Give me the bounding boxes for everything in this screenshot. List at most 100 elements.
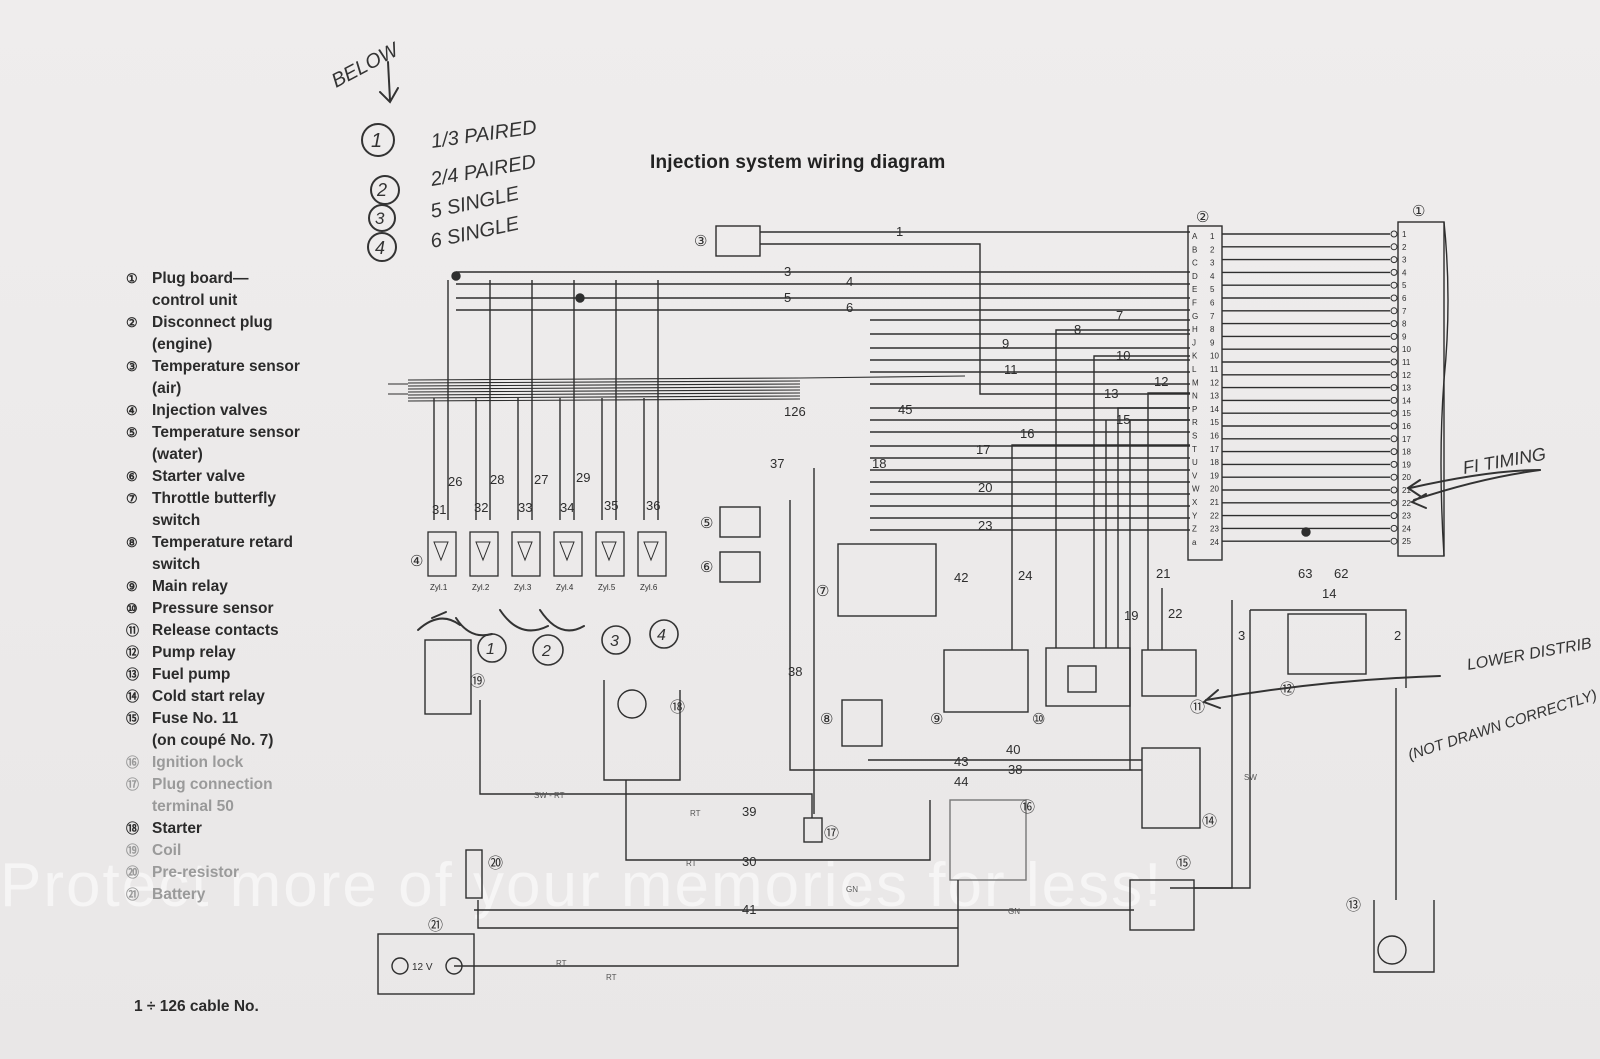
label-c12: ⑫ xyxy=(1280,681,1295,698)
plug-pin-label: 15 xyxy=(1402,409,1411,418)
injector-symbol xyxy=(517,541,533,562)
plug-pin xyxy=(1390,384,1398,392)
disconnect-letter: H xyxy=(1192,325,1198,334)
disconnect-letter: D xyxy=(1192,272,1198,281)
svg-text:10: 10 xyxy=(1116,348,1130,363)
injector-label: Zyl.4 xyxy=(556,583,574,592)
label-c8: ⑧ xyxy=(820,711,833,728)
injector-symbol xyxy=(643,541,659,562)
hand-group-3: 3 xyxy=(610,633,619,650)
injector-symbol xyxy=(433,541,449,562)
svg-text:GN: GN xyxy=(1008,907,1020,916)
svg-text:36: 36 xyxy=(646,498,660,513)
disconnect-number: 1 xyxy=(1210,232,1215,241)
svg-text:37: 37 xyxy=(770,456,784,471)
disconnect-letter: W xyxy=(1192,485,1200,494)
svg-text:38: 38 xyxy=(1008,762,1022,777)
disconnect-number: 7 xyxy=(1210,312,1215,321)
svg-text:3: 3 xyxy=(784,264,791,279)
main-relay xyxy=(943,649,1029,713)
svg-text:16: 16 xyxy=(1020,426,1034,441)
plug-pin xyxy=(1390,294,1398,302)
plug-pin xyxy=(1390,473,1398,481)
label-c14: ⑭ xyxy=(1202,813,1217,830)
plug-pin-label: 9 xyxy=(1402,332,1407,341)
svg-text:33: 33 xyxy=(518,500,532,515)
plug-pin-label: 5 xyxy=(1402,281,1407,290)
fuse xyxy=(1129,879,1195,931)
svg-text:38: 38 xyxy=(788,664,802,679)
disconnect-number: 16 xyxy=(1210,432,1219,441)
injector-label: Zyl.2 xyxy=(472,583,490,592)
disconnect-letter: J xyxy=(1192,338,1196,347)
battery-voltage: 12 V xyxy=(412,962,433,973)
plug-board-pins: 1234567891011121314151617181920212223242… xyxy=(1390,230,1411,546)
svg-text:RT: RT xyxy=(686,859,697,868)
disconnect-letter: C xyxy=(1192,259,1198,268)
svg-text:24: 24 xyxy=(1018,568,1032,583)
disconnect-letter: A xyxy=(1192,232,1198,241)
air-temp-sensor xyxy=(715,225,761,257)
disconnect-number: 9 xyxy=(1210,338,1215,347)
svg-text:5: 5 xyxy=(784,290,791,305)
release-contacts xyxy=(1141,649,1197,697)
svg-text:27: 27 xyxy=(534,472,548,487)
hand-circle-1 xyxy=(361,123,395,157)
label-c6: ⑥ xyxy=(700,559,713,576)
disconnect-letter: M xyxy=(1192,378,1199,387)
injector-valve xyxy=(427,531,457,577)
svg-text:28: 28 xyxy=(490,472,504,487)
disconnect-number: 6 xyxy=(1210,299,1215,308)
svg-text:8: 8 xyxy=(1074,322,1081,337)
injector-valve xyxy=(595,531,625,577)
injector-wire xyxy=(475,280,491,520)
svg-text:20: 20 xyxy=(978,480,992,495)
svg-text:26: 26 xyxy=(448,474,462,489)
plug-pin-label: 20 xyxy=(1402,473,1411,482)
label-c19: ⑲ xyxy=(470,673,485,690)
svg-text:17: 17 xyxy=(976,442,990,457)
svg-text:18: 18 xyxy=(872,456,886,471)
plug-pin-label: 13 xyxy=(1402,384,1411,393)
disconnect-number: 18 xyxy=(1210,458,1219,467)
svg-text:11: 11 xyxy=(1004,362,1018,377)
plug-pin xyxy=(1390,332,1398,340)
throttle-switch xyxy=(837,543,937,617)
pressure-sensor xyxy=(1045,647,1131,707)
plug-pin xyxy=(1390,460,1398,468)
plug-pin xyxy=(1390,422,1398,430)
label-c7: ⑦ xyxy=(816,583,829,600)
disconnect-letter: Y xyxy=(1192,511,1198,520)
hand-circle-4-num: 4 xyxy=(375,238,385,258)
disconnect-number: 2 xyxy=(1210,245,1215,254)
svg-text:63: 63 xyxy=(1298,566,1312,581)
disconnect-number: 14 xyxy=(1210,405,1219,414)
label-c21: ㉑ xyxy=(428,917,443,934)
plug-pin-label: 22 xyxy=(1402,499,1411,508)
disconnect-number: 21 xyxy=(1210,498,1219,507)
coil xyxy=(424,639,472,715)
label-c2: ② xyxy=(1196,209,1209,226)
disconnect-letter: V xyxy=(1192,471,1198,480)
injector-label: Zyl.5 xyxy=(598,583,616,592)
injector-wire xyxy=(517,280,533,520)
svg-text:SW - RT: SW - RT xyxy=(534,791,565,800)
injector-valve xyxy=(511,531,541,577)
label-c9: ⑨ xyxy=(930,711,943,728)
plug-pin xyxy=(1390,435,1398,443)
disconnect-letter: T xyxy=(1192,445,1197,454)
disconnect-number: 13 xyxy=(1210,392,1219,401)
junction-dot xyxy=(451,271,461,281)
svg-text:44: 44 xyxy=(954,774,968,789)
injector-symbol xyxy=(475,541,491,562)
plug-pin-label: 14 xyxy=(1402,396,1411,405)
plug-pin xyxy=(1390,486,1398,494)
plug-pin-label: 23 xyxy=(1402,512,1411,521)
